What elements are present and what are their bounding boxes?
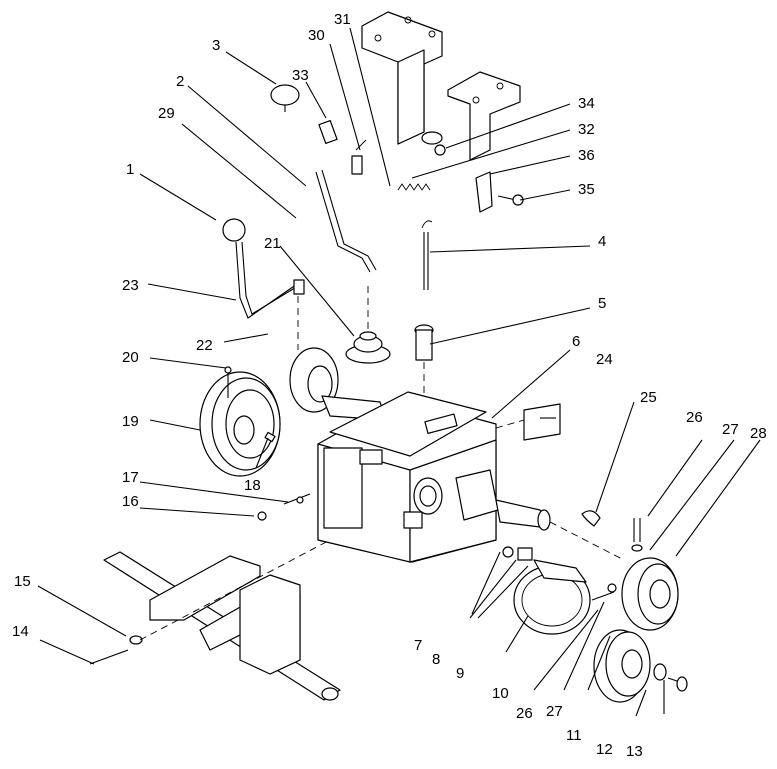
brake-band bbox=[502, 546, 591, 635]
hub-flange bbox=[621, 518, 679, 631]
callout-35: 35 bbox=[578, 181, 595, 198]
callout-16: 16 bbox=[122, 493, 139, 510]
callout-20: 20 bbox=[122, 349, 139, 366]
shift-rod-assembly bbox=[270, 84, 377, 273]
cable-and-fitting bbox=[414, 220, 434, 400]
callout-7: 7 bbox=[414, 637, 422, 654]
shaft-key bbox=[581, 510, 601, 527]
callout-26b: 26 bbox=[516, 705, 533, 722]
callout-28: 28 bbox=[750, 425, 767, 442]
callout-3: 3 bbox=[212, 37, 220, 54]
wheel-hub bbox=[593, 629, 688, 703]
callout-21: 21 bbox=[264, 235, 281, 252]
callout-2: 2 bbox=[176, 73, 184, 90]
leader-lines bbox=[37, 27, 761, 717]
bearing-flange bbox=[289, 347, 387, 421]
callout-12: 12 bbox=[596, 741, 613, 758]
drive-lever bbox=[222, 218, 305, 350]
callout-32: 32 bbox=[578, 121, 595, 138]
callout-22: 22 bbox=[196, 337, 213, 354]
callout-36: 36 bbox=[578, 147, 595, 164]
callout-29: 29 bbox=[158, 105, 175, 122]
transmission-housing bbox=[317, 391, 499, 563]
stud-and-nut bbox=[591, 583, 617, 601]
callout-19: 19 bbox=[122, 413, 139, 430]
callout-17: 17 bbox=[122, 469, 139, 486]
gasket bbox=[495, 403, 561, 441]
callout-23: 23 bbox=[122, 277, 139, 294]
drive-pulley bbox=[199, 366, 281, 477]
callout-9: 9 bbox=[456, 665, 464, 682]
callout-31: 31 bbox=[334, 11, 351, 28]
callout-27b: 27 bbox=[546, 703, 563, 720]
callout-34: 34 bbox=[578, 95, 595, 112]
callout-labels: 1 2 3 4 5 6 7 8 9 10 11 12 13 14 15 16 1… bbox=[12, 11, 767, 760]
callout-5: 5 bbox=[598, 295, 606, 312]
callout-10: 10 bbox=[492, 685, 509, 702]
callout-25: 25 bbox=[640, 389, 657, 406]
callout-14: 14 bbox=[12, 623, 29, 640]
bracket-and-bolt bbox=[475, 171, 524, 213]
callout-27a: 27 bbox=[722, 421, 739, 438]
frame-assembly bbox=[89, 539, 341, 701]
callout-30: 30 bbox=[308, 27, 325, 44]
pin-and-nut bbox=[257, 493, 311, 521]
callout-33: 33 bbox=[292, 67, 309, 84]
rubber-boot bbox=[345, 286, 391, 364]
upper-mounting-bracket bbox=[361, 11, 521, 161]
callout-18: 18 bbox=[244, 477, 261, 494]
callout-24: 24 bbox=[596, 351, 613, 368]
callout-8: 8 bbox=[432, 651, 440, 668]
callout-1: 1 bbox=[126, 161, 134, 178]
callout-6: 6 bbox=[572, 333, 580, 350]
callout-4: 4 bbox=[598, 233, 606, 250]
spring bbox=[397, 144, 446, 191]
callout-26a: 26 bbox=[686, 409, 703, 426]
callout-15: 15 bbox=[14, 573, 31, 590]
callout-13: 13 bbox=[626, 743, 643, 760]
output-shaft bbox=[495, 499, 625, 561]
callout-11: 11 bbox=[566, 727, 582, 744]
